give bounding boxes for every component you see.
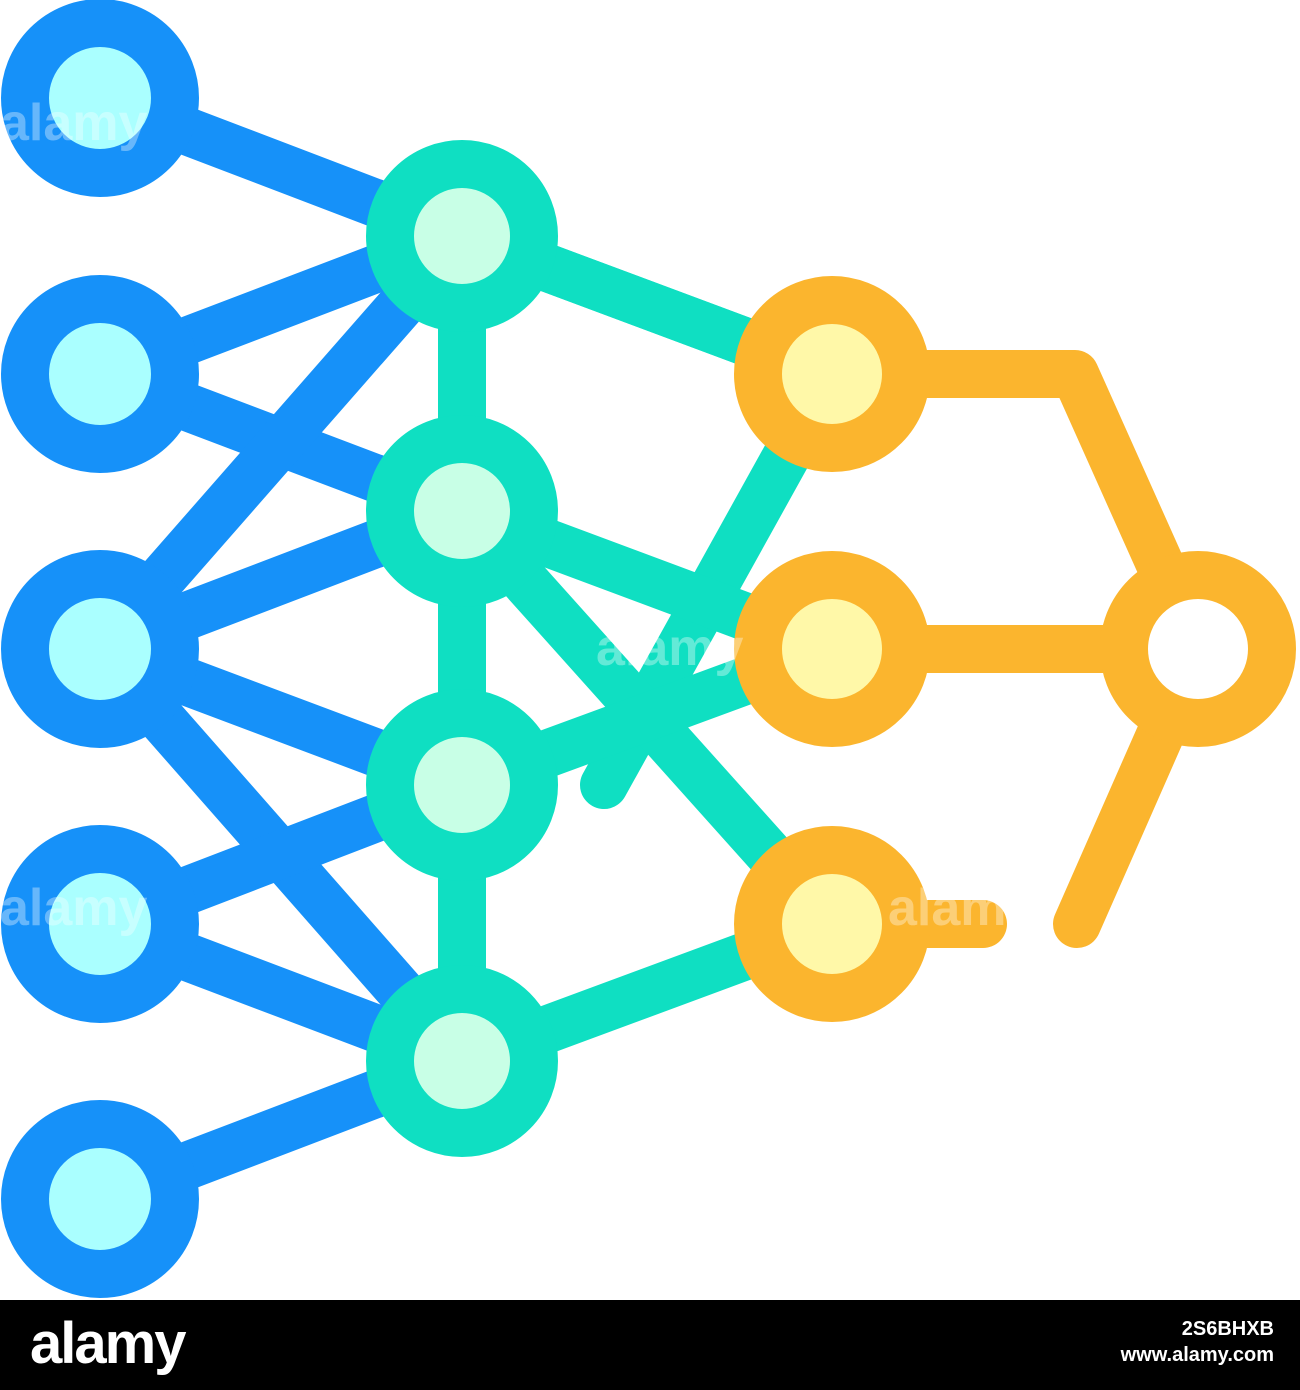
watermark-text: alamy [0, 879, 148, 937]
output-node [734, 276, 930, 472]
hidden-node [366, 965, 558, 1157]
brand-logo: alamy [30, 1311, 186, 1376]
input-layer [1, 0, 199, 1298]
image-id: 2S6BHXB [1181, 1318, 1274, 1340]
output-layer [734, 276, 930, 1022]
input-node [1, 550, 199, 748]
watermarks: alamy alamy alamy alamy [0, 94, 1036, 937]
input-node [1, 0, 199, 197]
site-url: www.alamy.com [1120, 1344, 1274, 1366]
final-layer [1100, 551, 1296, 747]
final-node [1100, 551, 1296, 747]
hidden-node [366, 689, 558, 881]
watermark-text: alamy [888, 879, 1036, 937]
hidden-node [366, 140, 558, 332]
hidden-layer [366, 140, 558, 1157]
footer-bar: alamy 2S6BHXB www.alamy.com [0, 1300, 1300, 1390]
neural-network-icon: alamy alamy alamy alamy [0, 0, 1296, 1298]
hidden-node [366, 415, 558, 607]
input-node [1, 275, 199, 473]
input-node [1, 1100, 199, 1298]
watermark-text: alamy [0, 94, 148, 152]
watermark-text: alamy [596, 619, 744, 677]
output-node [734, 551, 930, 747]
input-node [1, 825, 199, 1023]
output-node [734, 826, 930, 1022]
image-id-block: 2S6BHXB www.alamy.com [1121, 1316, 1274, 1368]
